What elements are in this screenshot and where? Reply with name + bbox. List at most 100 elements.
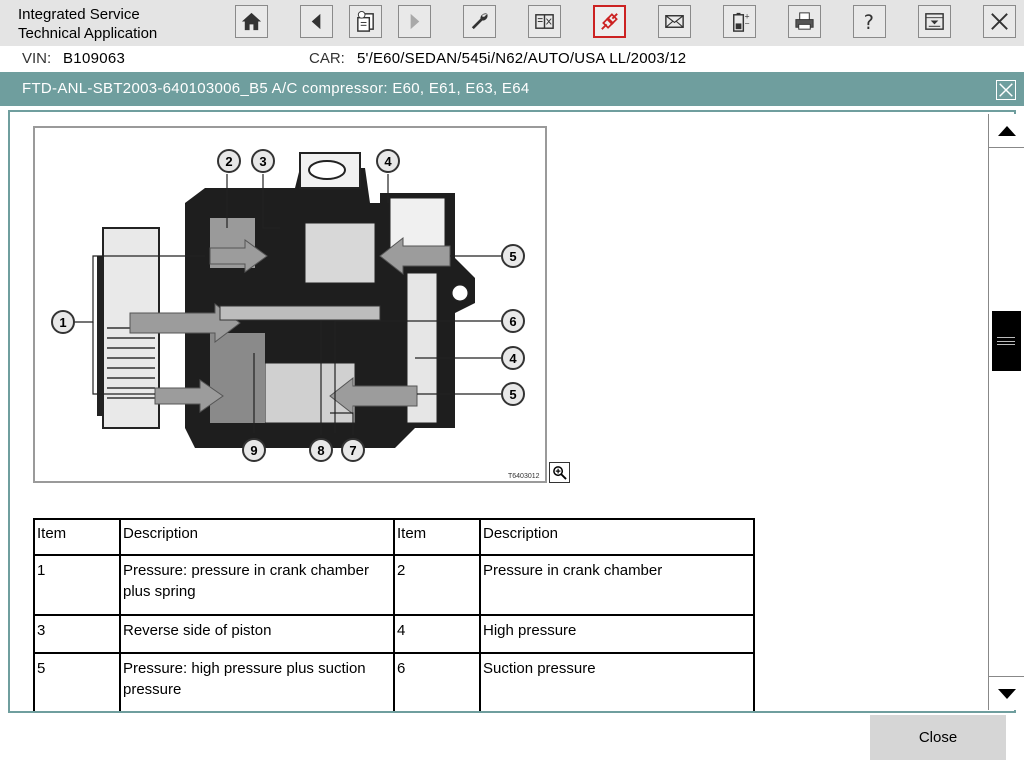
history-button[interactable]: [349, 5, 382, 38]
split-view-icon: [535, 14, 554, 29]
connection-button[interactable]: [593, 5, 626, 38]
help-button[interactable]: ?: [853, 5, 886, 38]
grip-lines-icon: [997, 337, 1015, 345]
compressor-body: [97, 152, 475, 448]
flow-arrows: [129, 236, 451, 416]
svg-text:1: 1: [59, 315, 66, 330]
close-icon: [991, 13, 1008, 30]
app-title: Integrated Service Technical Application: [18, 6, 158, 42]
car-value: 5'/E60/SEDAN/545i/N62/AUTO/USA LL/2003/1…: [357, 50, 687, 67]
arrow-right-icon: [410, 13, 420, 30]
callout-6: 6: [501, 309, 525, 333]
table-cell: Pressure: pressure in crank chamber plus…: [119, 554, 395, 616]
table-cell: Pressure: high pressure plus suction pre…: [119, 652, 395, 711]
table-cell: Suction pressure: [479, 652, 755, 711]
vin-label: VIN:: [22, 50, 52, 67]
svg-text:?: ?: [864, 11, 874, 33]
scroll-thumb[interactable]: [992, 311, 1021, 371]
compressor-diagram: 1 2 3 4 4 5 5 6 7 8 9 T6403012: [33, 126, 547, 483]
svg-text:8: 8: [317, 443, 324, 458]
home-icon: [241, 12, 262, 31]
messages-button[interactable]: [658, 5, 691, 38]
image-code: T6403012: [508, 473, 540, 480]
document-title: FTD-ANL-SBT2003-640103006_B5 A/C compres…: [22, 80, 530, 97]
table-cell: 2: [393, 554, 481, 616]
scroll-up-button[interactable]: [989, 114, 1024, 148]
zoom-in-icon: [553, 466, 567, 480]
service-functions-button[interactable]: [463, 5, 496, 38]
callout-7: 7: [341, 438, 365, 462]
main-toolbar: Integrated Service Technical Application…: [0, 0, 1024, 46]
help-icon: ?: [864, 11, 874, 33]
document-frame: 1 2 3 4 4 5 5 6 7 8 9 T6403012: [8, 110, 1024, 713]
table-cell: Pressure in crank chamber: [479, 554, 755, 616]
compressor-cutaway-image: 1 2 3 4 4 5 5 6 7 8 9 T6403012: [51, 149, 540, 480]
callout-1: 1: [51, 310, 75, 334]
table-row: 5 Pressure: high pressure plus suction p…: [33, 652, 755, 711]
column-header-item: Item: [33, 518, 121, 556]
home-button[interactable]: [235, 5, 268, 38]
table-cell: 5: [33, 652, 121, 711]
callout-5-top: 5: [501, 244, 525, 268]
svg-text:3: 3: [259, 154, 266, 169]
callout-4-bottom: 4: [501, 346, 525, 370]
svg-text:−: −: [744, 19, 750, 27]
svg-text:4: 4: [384, 154, 392, 169]
menu-button[interactable]: [918, 5, 951, 38]
envelope-icon: [665, 15, 684, 28]
svg-text:+: +: [744, 13, 750, 21]
svg-text:4: 4: [509, 351, 517, 366]
triangle-down-icon: [997, 688, 1016, 699]
table-cell: 3: [33, 614, 121, 654]
table-cell: 6: [393, 652, 481, 711]
forward-button[interactable]: [398, 5, 431, 38]
callout-group: 1 2 3 4 4 5 5 6 7 8 9: [51, 149, 525, 462]
table-cell: 1: [33, 554, 121, 616]
vehicle-info-bar: VIN: B109063 CAR: 5'/E60/SEDAN/545i/N62/…: [0, 46, 1024, 72]
item-description-table: Item Description Item Description 1 Pres…: [33, 518, 755, 711]
document-content: 1 2 3 4 4 5 5 6 7 8 9 T6403012: [20, 118, 980, 711]
leader-lines: [73, 174, 501, 435]
print-button[interactable]: [788, 5, 821, 38]
callout-4-top: 4: [376, 149, 400, 173]
vertical-scrollbar[interactable]: [988, 114, 1024, 710]
column-header-description: Description: [479, 518, 755, 556]
history-docs-icon: [357, 10, 374, 32]
arrow-left-icon: [311, 13, 321, 30]
table-cell: High pressure: [479, 614, 755, 654]
split-view-button[interactable]: [528, 5, 561, 38]
battery-icon: +−: [733, 13, 750, 32]
wrench-icon: [471, 13, 488, 30]
table-row: 1 Pressure: pressure in crank chamber pl…: [33, 554, 755, 616]
callout-8: 8: [309, 438, 333, 462]
printer-icon: [795, 12, 814, 30]
vin-value: B109063: [63, 50, 126, 67]
zoom-image-button[interactable]: [549, 462, 570, 483]
back-button[interactable]: [300, 5, 333, 38]
triangle-up-icon: [997, 125, 1016, 136]
close-icon: [999, 83, 1013, 97]
table-cell: 4: [393, 614, 481, 654]
table-cell: Reverse side of piston: [119, 614, 395, 654]
column-header-description: Description: [119, 518, 395, 556]
callout-9: 9: [242, 438, 266, 462]
callout-3: 3: [251, 149, 275, 173]
table-row: 3 Reverse side of piston 4 High pressure: [33, 614, 755, 654]
column-header-item: Item: [393, 518, 481, 556]
document-close-button[interactable]: [996, 80, 1016, 100]
document-header: FTD-ANL-SBT2003-640103006_B5 A/C compres…: [0, 72, 1024, 106]
connection-plug-icon: [601, 13, 618, 30]
close-button[interactable]: Close: [870, 715, 1006, 760]
callout-2: 2: [217, 149, 241, 173]
svg-text:5: 5: [509, 249, 516, 264]
svg-text:7: 7: [349, 443, 356, 458]
svg-text:5: 5: [509, 387, 516, 402]
svg-text:9: 9: [250, 443, 257, 458]
scroll-down-button[interactable]: [989, 676, 1024, 710]
battery-button[interactable]: +−: [723, 5, 756, 38]
exit-button[interactable]: [983, 5, 1016, 38]
svg-text:2: 2: [225, 154, 232, 169]
callout-5-bottom: 5: [501, 382, 525, 406]
table-header-row: Item Description Item Description: [33, 518, 755, 556]
dropdown-menu-icon: [925, 13, 944, 30]
